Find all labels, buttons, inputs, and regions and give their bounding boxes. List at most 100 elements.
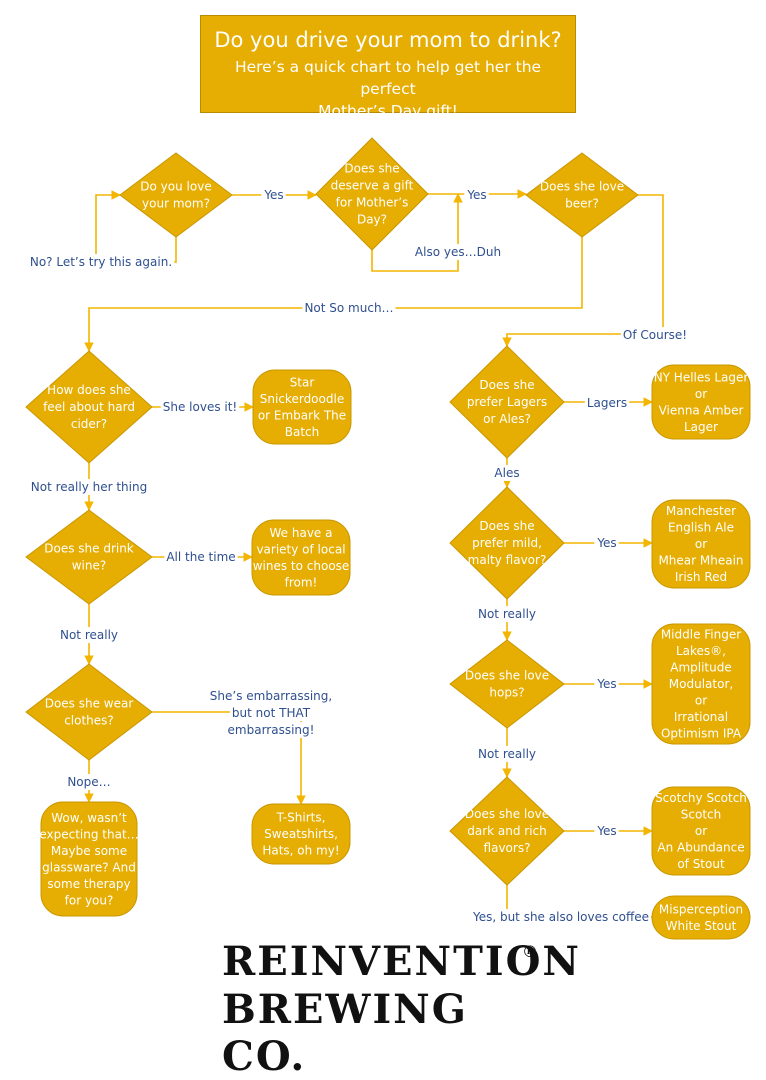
label-background bbox=[164, 549, 238, 565]
edge-label-text: embarrassing! bbox=[228, 723, 315, 737]
decision-text: hops? bbox=[489, 686, 524, 700]
result-text: Middle Finger bbox=[661, 628, 741, 642]
result-text: Amplitude bbox=[670, 661, 732, 675]
result-text: Vienna Amber bbox=[659, 403, 744, 417]
edge-label-embarrassing-line1: She’s embarrassing, bbox=[207, 688, 335, 704]
result-text: Optimism IPA bbox=[661, 727, 742, 741]
decision-text: Does she love bbox=[465, 669, 549, 683]
edge-label-lagers: Lagers bbox=[584, 395, 630, 411]
decision-diamond bbox=[119, 152, 233, 238]
decision-text: Does she bbox=[479, 519, 534, 533]
edge-label-she-loves-it: She loves it! bbox=[160, 399, 240, 415]
edge-label-text: Not really her thing bbox=[31, 480, 147, 494]
result-hops: Middle FingerLakes®,AmplitudeModulator,o… bbox=[651, 623, 751, 745]
title-banner: Do you drive your mom to drink? Here’s a… bbox=[200, 15, 576, 120]
chart-title: Do you drive your mom to drink? bbox=[214, 28, 562, 52]
subtitle-line-1: Here’s a quick chart to help get her the… bbox=[234, 58, 542, 98]
edge-label-yes-malty: Yes bbox=[594, 535, 619, 551]
decision-text: clothes? bbox=[64, 714, 114, 728]
label-background bbox=[27, 254, 175, 270]
edge-label-text: Yes bbox=[596, 824, 616, 838]
chart-subtitle: Here’s a quick chart to help get her the… bbox=[201, 56, 575, 122]
decision-text: prefer Lagers bbox=[467, 395, 547, 409]
edge-label-text: She’s embarrassing, bbox=[210, 689, 332, 703]
label-background bbox=[584, 395, 630, 411]
result-text: or bbox=[695, 537, 707, 551]
edge-label-not-so-much: Not So much… bbox=[302, 300, 396, 316]
edge-label-yes2: Yes bbox=[464, 187, 489, 203]
decision-wear-clothes: Does she wear clothes? bbox=[25, 663, 153, 761]
decision-diamond bbox=[315, 137, 429, 251]
result-box bbox=[651, 623, 751, 745]
decision-diamond bbox=[449, 345, 565, 459]
decision-text: prefer mild, bbox=[472, 536, 542, 550]
edge-label-embarrassing-line3: embarrassing! bbox=[225, 722, 317, 738]
result-text: Misperception bbox=[659, 902, 743, 916]
decision-love-mom: Do you love your mom? bbox=[119, 152, 233, 238]
brewery-logo: REINVENTION ® BREWING CO. bbox=[212, 928, 579, 1080]
result-text: of Stout bbox=[677, 857, 725, 871]
edge-label-text: Not really bbox=[478, 607, 536, 621]
result-text: English Ale bbox=[668, 521, 734, 535]
decision-text: Do you love bbox=[140, 180, 211, 194]
flowchart: Do you drive your mom to drink? Here’s a… bbox=[25, 15, 751, 1080]
decision-text: flavors? bbox=[484, 841, 531, 855]
result-text: variety of local bbox=[256, 542, 345, 556]
edge-label-text: but not THAT bbox=[232, 706, 311, 720]
result-text: Lager bbox=[684, 420, 718, 434]
connector-arrow bbox=[371, 193, 463, 272]
result-text: We have a bbox=[270, 526, 333, 540]
flowchart-canvas: Do you love your mom? Does she deserve a gi… bbox=[25, 137, 751, 940]
decision-text: your mom? bbox=[142, 197, 210, 211]
edge-label-coffee: Yes, but she also loves coffee bbox=[469, 909, 652, 925]
result-box bbox=[251, 519, 351, 596]
result-text: or bbox=[695, 694, 707, 708]
edge-label-embarrassing-line2: but not THAT bbox=[229, 705, 313, 721]
result-box bbox=[40, 801, 138, 917]
label-background bbox=[207, 688, 335, 704]
label-background bbox=[469, 909, 652, 925]
edge-label-text: Not really bbox=[478, 747, 536, 761]
result-text: Hats, oh my! bbox=[262, 844, 339, 858]
label-background bbox=[225, 722, 317, 738]
decision-diamond bbox=[449, 776, 565, 886]
edge-label-text: Ales bbox=[494, 466, 519, 480]
edge-label-of-course: Of Course! bbox=[620, 327, 690, 343]
result-box bbox=[252, 369, 352, 445]
edge-label-text: She loves it! bbox=[163, 400, 238, 414]
result-box bbox=[651, 364, 751, 440]
decision-text: beer? bbox=[565, 197, 599, 211]
decision-diamond bbox=[25, 509, 153, 605]
result-text: or bbox=[695, 824, 707, 838]
label-background bbox=[229, 705, 313, 721]
decision-text: feel about hard bbox=[43, 400, 135, 414]
decision-text: Does she wear bbox=[45, 697, 134, 711]
label-background bbox=[594, 535, 619, 551]
edge-label-not-her-thing: Not really her thing bbox=[28, 479, 150, 495]
result-text: from! bbox=[285, 575, 318, 589]
result-text: expecting that… bbox=[39, 827, 138, 841]
result-text: T-Shirts, bbox=[276, 811, 326, 825]
result-text: wines to choose bbox=[253, 559, 350, 573]
result-text: Star bbox=[290, 375, 315, 389]
label-background bbox=[475, 606, 539, 622]
label-background bbox=[302, 300, 396, 316]
edge-label-ales: Ales bbox=[492, 465, 522, 481]
decision-text: deserve a gift bbox=[331, 179, 414, 193]
decision-text: Does she bbox=[479, 378, 534, 392]
edge-label-not-really-wine: Not really bbox=[57, 627, 121, 643]
result-text: Manchester bbox=[666, 504, 736, 518]
edge-label-yes1: Yes bbox=[261, 187, 286, 203]
result-text: Lakes®, bbox=[676, 644, 726, 658]
edge-label-text: Not So much… bbox=[304, 301, 393, 315]
decision-text: cider? bbox=[71, 417, 107, 431]
result-text: Sweatshirts, bbox=[264, 827, 338, 841]
logo-line-2: BREWING CO. bbox=[222, 986, 468, 1080]
result-text: Mhear Mheain bbox=[658, 554, 743, 568]
decision-diamond bbox=[525, 152, 639, 238]
result-text: for you? bbox=[65, 893, 114, 907]
